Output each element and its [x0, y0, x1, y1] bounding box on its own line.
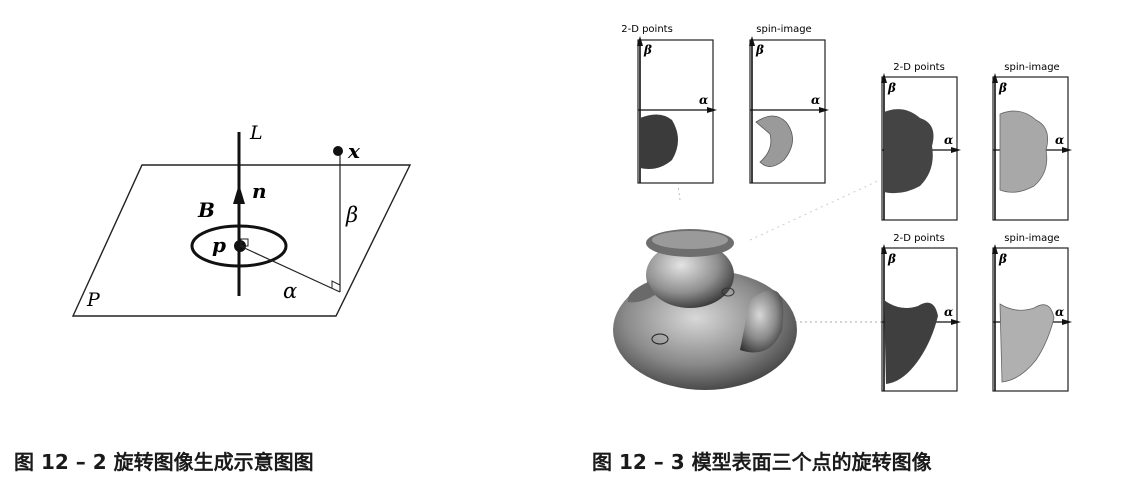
tangent-plane [71, 164, 412, 317]
panel-5-title: 2-D points [893, 233, 945, 244]
spin-image-generation-diagram: L n x β B p α P [71, 122, 412, 317]
label-p: p [212, 233, 226, 257]
label-normal-n: n [252, 179, 267, 203]
label-b: B [197, 198, 215, 222]
spin-panel-1: 2-D points β α [621, 24, 717, 184]
panel-1-blob [640, 114, 678, 169]
panel-5-alpha: α [944, 305, 953, 319]
label-beta: β [345, 203, 358, 227]
spin-panel-6: spin-image β α [992, 233, 1072, 392]
panel-4-frame [992, 76, 1069, 221]
panel-6-alpha: α [1055, 305, 1064, 319]
panel-6-beta: β [998, 252, 1007, 266]
panel-4-beta: β [998, 81, 1007, 95]
panel-1-title: 2-D points [621, 24, 673, 35]
panel-2-frame [749, 39, 826, 184]
alpha-line [239, 245, 341, 293]
panel-1-beta: β [643, 43, 652, 57]
panel-5-blob [884, 300, 938, 384]
panel-1-frame [637, 39, 714, 184]
panel-3-beta: β [887, 81, 896, 95]
right-angle-marker-p [240, 238, 249, 247]
normal-arrow-head [233, 184, 245, 204]
panel-4-alpha: α [1055, 133, 1064, 147]
panel-1-alpha: α [699, 93, 708, 107]
label-alpha: α [283, 279, 297, 303]
label-line-l: L [249, 122, 263, 144]
duck-model [613, 229, 797, 390]
panel-4-blob [999, 110, 1049, 193]
panel-3-frame [881, 76, 958, 221]
spin-panel-5: 2-D points β α [881, 233, 961, 392]
panel-6-title: spin-image [1004, 233, 1059, 244]
point-x [333, 146, 343, 156]
caption-figure-12-2: 图 12 – 2 旋转图像生成示意图图 [14, 450, 314, 474]
spin-images-figure: 2-D points β α spin-image β α 2-D points [613, 24, 1072, 392]
panel-2-beta: β [755, 43, 764, 57]
panel-3-blob [884, 109, 934, 194]
spin-panel-2: spin-image β α [749, 24, 829, 184]
connector-3 [749, 179, 881, 241]
label-plane-p: P [86, 289, 101, 311]
panel-5-beta: β [887, 252, 896, 266]
panel-3-alpha: α [944, 133, 953, 147]
panel-5-frame [881, 247, 958, 392]
panel-2-blob [755, 115, 793, 167]
panel-6-frame [992, 247, 1069, 392]
panel-2-alpha: α [811, 93, 820, 107]
rotation-ellipse [190, 224, 288, 268]
label-point-x: x [347, 139, 361, 163]
caption-figure-12-3: 图 12 – 3 模型表面三个点的旋转图像 [592, 450, 932, 474]
panel-4-title: spin-image [1004, 62, 1059, 73]
spin-panel-4: spin-image β α [992, 62, 1072, 221]
spin-panel-3: 2-D points β α [881, 62, 961, 221]
panel-6-blob [999, 303, 1055, 383]
right-angle-marker-foot [331, 280, 341, 288]
connector-2 [677, 184, 681, 201]
panel-3-title: 2-D points [893, 62, 945, 73]
panel-2-title: spin-image [756, 24, 811, 35]
